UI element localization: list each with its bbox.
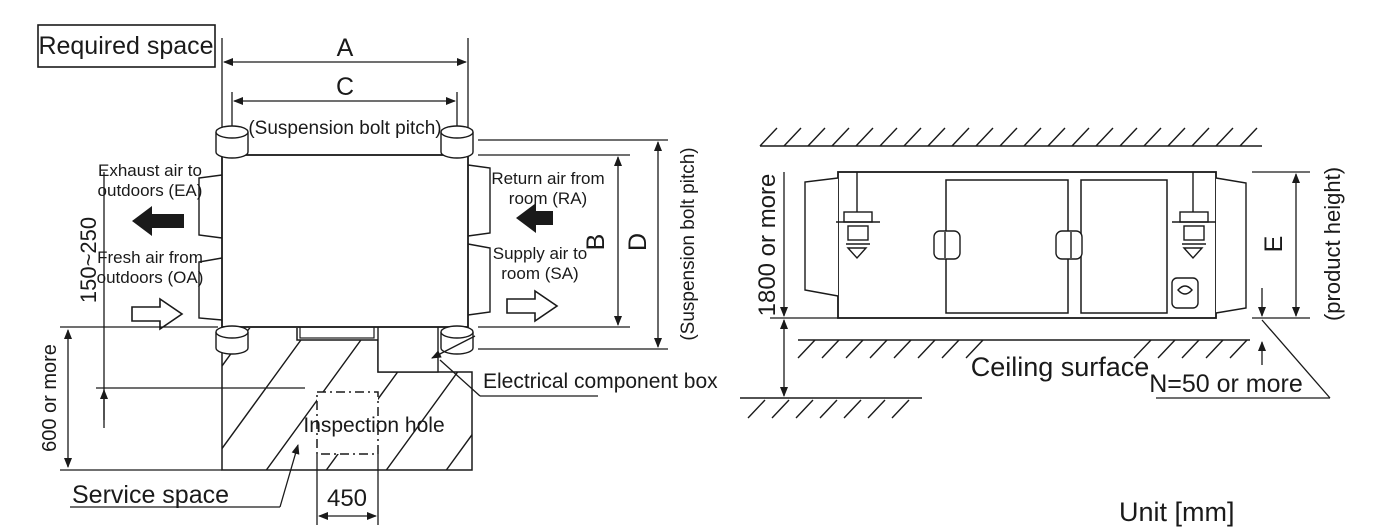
fresh-air-arrow-icon [131, 297, 184, 331]
ceiling-surface [797, 339, 1250, 359]
unit-body [221, 154, 469, 328]
suspension-bolt-pitch-vertical-label: (Suspension bolt pitch) [678, 147, 699, 340]
n-50-or-more-label: N=50 or more [1149, 370, 1303, 398]
supply-air-label-2: room (SA) [501, 264, 578, 283]
panel-handle-right-icon [1055, 230, 1083, 260]
side-panel-right [1080, 179, 1168, 314]
dimension-e: E (product height) [1252, 167, 1345, 321]
electrical-component-box [377, 325, 439, 373]
return-air-arrow-icon [516, 203, 553, 233]
floor [740, 397, 922, 419]
unit-mm-label: Unit [mm] [1119, 497, 1235, 527]
exhaust-air-label-1: Exhaust air to [98, 161, 202, 180]
oa-duct-flange [198, 257, 223, 321]
suspension-bolt-bottom-left [215, 325, 249, 355]
service-space-label: Service space [72, 481, 229, 509]
side-left-duct [804, 177, 839, 297]
dim-a-label: A [337, 34, 354, 62]
suspension-bolt-pitch-label: (Suspension bolt pitch) [248, 118, 441, 139]
ra-duct-flange [467, 164, 491, 237]
side-right-duct [1215, 177, 1247, 314]
hanger-bracket-right-icon [1172, 172, 1216, 260]
sa-duct-flange [467, 243, 491, 316]
dim-b-label: B [582, 234, 610, 251]
required-space-label: Required space [38, 32, 213, 60]
service-space-leader: Service space [70, 444, 300, 509]
drain-fitting-icon [1171, 277, 1199, 309]
dimension-b-d: B D (Suspension bolt pitch) [478, 139, 699, 350]
required-space-box [37, 24, 216, 68]
return-air-label-2: room (RA) [509, 189, 587, 208]
supply-air-label-1: Supply air to [493, 244, 588, 263]
hanger-bracket-left-icon [836, 172, 880, 260]
dimension-1800: 1800 or more [754, 172, 838, 397]
overhead-slab [759, 127, 1262, 147]
suspension-bolt-top-right [440, 125, 474, 159]
dim-450-label: 450 [327, 485, 367, 512]
inspection-hole [316, 391, 379, 455]
supply-air-arrow-icon [506, 289, 559, 323]
dim-d-label: D [624, 233, 652, 251]
dimension-a: A [221, 34, 469, 130]
side-panel-left [945, 179, 1069, 314]
suspension-bolt-top-left [215, 125, 249, 159]
dimension-left-vertical: 150~250 600 or more [39, 172, 305, 471]
exhaust-air-arrow-icon [132, 206, 184, 236]
inspection-hole-label: Inspection hole [303, 414, 444, 437]
product-height-label: (product height) [1320, 167, 1345, 321]
dimension-c: C (Suspension bolt pitch) [231, 73, 458, 139]
ceiling-surface-label: Ceiling surface [971, 352, 1150, 382]
fresh-air-label-2: outdoors (OA) [97, 268, 204, 287]
dimension-n: N=50 or more [1149, 288, 1331, 399]
suspension-bolt-bottom-right [440, 325, 474, 355]
range-150-250-label: 150~250 [76, 217, 101, 303]
six-hundred-or-more-label: 600 or more [39, 344, 61, 452]
dimension-450: 450 [316, 454, 379, 525]
electrical-component-box-label: Electrical component box [483, 370, 718, 393]
dim-c-label: C [336, 73, 354, 101]
eighteen-hundred-or-more-label: 1800 or more [754, 174, 781, 317]
dim-e-label: E [1260, 236, 1288, 253]
panel-handle-left-icon [933, 230, 961, 260]
fresh-air-label-1: Fresh air from [97, 248, 203, 267]
electrical-box-leader: Electrical component box [431, 335, 718, 397]
return-air-label-1: Return air from [491, 169, 604, 188]
exhaust-air-label-2: outdoors (EA) [98, 181, 203, 200]
ea-duct-flange [198, 174, 223, 239]
